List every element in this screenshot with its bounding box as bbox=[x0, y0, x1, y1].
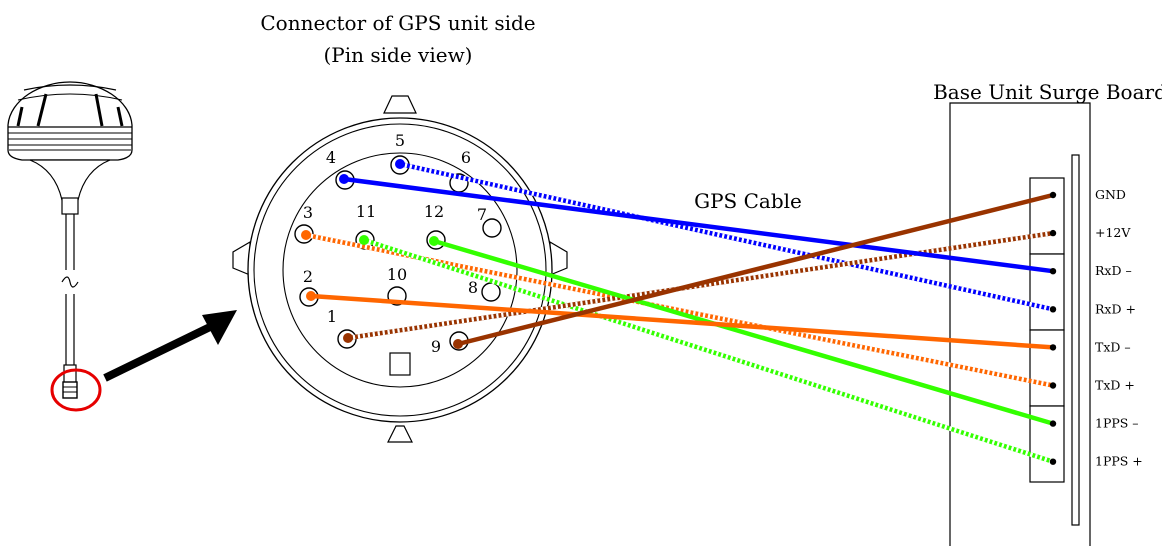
terminal-label-7: 1PPS – bbox=[1095, 416, 1139, 431]
terminal-point-7 bbox=[1049, 420, 1057, 427]
gps-cable-wires bbox=[301, 159, 1056, 464]
terminal-label-2: +12V bbox=[1095, 225, 1131, 240]
terminal-label-5: TxD – bbox=[1095, 339, 1131, 354]
wire-pin-2 bbox=[306, 291, 1056, 350]
pin-label-8: 8 bbox=[468, 278, 478, 297]
terminal-point-1 bbox=[1049, 191, 1057, 199]
terminal-label-8: 1PPS + bbox=[1095, 454, 1143, 469]
board-title: Base Unit Surge Board bbox=[933, 80, 1162, 104]
pin-label-5: 5 bbox=[395, 131, 405, 150]
connector-title-line1: Connector of GPS unit side bbox=[260, 11, 535, 35]
pin-label-11: 11 bbox=[356, 202, 376, 221]
pin-label-9: 9 bbox=[431, 337, 441, 356]
terminal-label-1: GND bbox=[1095, 187, 1126, 202]
terminal-point-3 bbox=[1049, 268, 1057, 275]
wire-pin-12 bbox=[429, 236, 1056, 426]
pin-label-2: 2 bbox=[303, 267, 313, 286]
terminal-point-4 bbox=[1049, 306, 1057, 313]
terminal-points bbox=[1049, 191, 1057, 465]
pin-label-7: 7 bbox=[477, 205, 487, 224]
pin-label-4: 4 bbox=[326, 148, 336, 167]
terminal-point-8 bbox=[1049, 458, 1057, 465]
terminal-point-5 bbox=[1049, 344, 1057, 351]
board-edge-strip bbox=[1071, 154, 1080, 526]
pin-8 bbox=[481, 282, 501, 302]
connector-title-line2: (Pin side view) bbox=[323, 43, 472, 67]
terminal-labels: GND +12V RxD – RxD + TxD – TxD + 1PPS – 1PPS + bbox=[1095, 187, 1143, 469]
terminal-block-2 bbox=[1029, 253, 1065, 331]
pin-label-10: 10 bbox=[387, 265, 407, 284]
pin-label-1: 1 bbox=[327, 307, 337, 326]
wire-pin-11 bbox=[359, 235, 1056, 464]
terminal-label-3: RxD – bbox=[1095, 263, 1132, 278]
terminal-block-3 bbox=[1029, 329, 1065, 407]
pin-label-6: 6 bbox=[461, 148, 471, 167]
pointer-arrow bbox=[103, 310, 237, 382]
gps-antenna bbox=[7, 81, 133, 412]
wire-pin-9 bbox=[453, 192, 1056, 349]
wire-pin-5 bbox=[395, 159, 1056, 312]
terminal-block-1 bbox=[1029, 177, 1065, 255]
pin-label-3: 3 bbox=[303, 203, 313, 222]
terminal-point-2 bbox=[1049, 229, 1057, 237]
surge-board bbox=[949, 102, 1091, 546]
terminal-point-6 bbox=[1049, 382, 1057, 389]
connector-highlight-circle bbox=[50, 368, 102, 412]
terminal-label-4: RxD + bbox=[1095, 301, 1136, 316]
wire-pin-4 bbox=[339, 174, 1056, 274]
cable-label: GPS Cable bbox=[694, 189, 802, 213]
pin-7 bbox=[482, 218, 502, 238]
terminal-label-6: TxD + bbox=[1095, 378, 1135, 393]
connector-key bbox=[389, 352, 411, 376]
pin-label-12: 12 bbox=[424, 202, 444, 221]
